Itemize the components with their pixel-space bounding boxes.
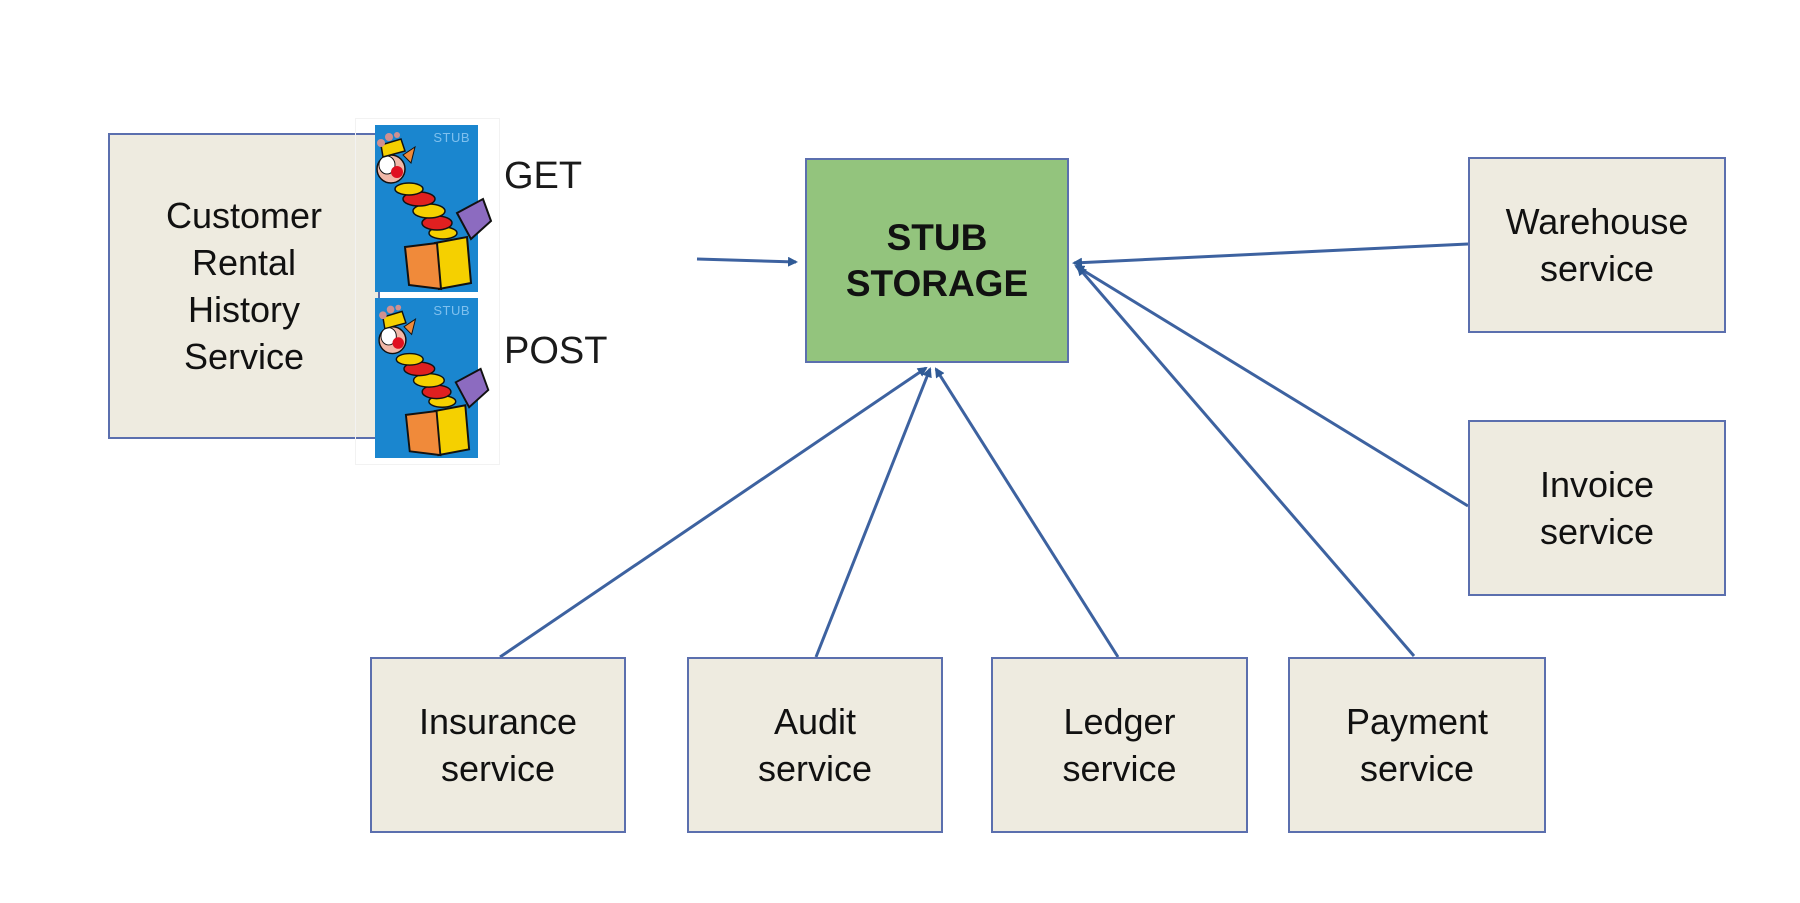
customer-rental-history-service-box[interactable]: Customer Rental History Service (108, 133, 380, 439)
hub-label: STUB STORAGE (845, 216, 1029, 304)
service-label: Audit service (757, 701, 873, 789)
insurance-service-box[interactable]: Insurance service (370, 657, 626, 833)
stub-tiles-frame (355, 118, 500, 465)
service-label: Invoice service (1539, 464, 1655, 552)
jack-in-the-box-clown-icon (378, 304, 490, 457)
method-label-post: POST (504, 330, 608, 372)
edge-insurance-to-hub (499, 366, 928, 659)
edge-audit-to-hub (814, 367, 932, 658)
service-label: Warehouse service (1505, 201, 1689, 289)
stub-tile-post[interactable]: STUB (375, 298, 490, 458)
edge-warehouse-to-hub (1072, 242, 1469, 268)
stub-tile-get[interactable]: STUB (375, 125, 493, 292)
method-label-get: GET (504, 155, 583, 197)
audit-service-box[interactable]: Audit service (687, 657, 943, 833)
edge-ledger-to-hub (934, 367, 1120, 658)
service-label: Payment service (1345, 701, 1489, 789)
invoice-service-box[interactable]: Invoice service (1468, 420, 1726, 596)
stub-tag: STUB (433, 130, 470, 145)
service-label: Insurance service (418, 701, 578, 789)
client-label: Customer Rental History Service (165, 195, 323, 377)
stub-storage-box[interactable]: STUB STORAGE (805, 158, 1069, 363)
edge-stubs-to-hub (696, 256, 798, 267)
payment-service-box[interactable]: Payment service (1288, 657, 1546, 833)
stub-tag: STUB (433, 303, 470, 318)
service-label: Ledger service (1062, 701, 1177, 789)
edge-invoice-to-hub (1074, 264, 1469, 508)
jack-in-the-box-clown-icon (376, 132, 493, 291)
ledger-service-box[interactable]: Ledger service (991, 657, 1248, 833)
edge-payment-to-hub (1076, 265, 1416, 657)
warehouse-service-box[interactable]: Warehouse service (1468, 157, 1726, 333)
